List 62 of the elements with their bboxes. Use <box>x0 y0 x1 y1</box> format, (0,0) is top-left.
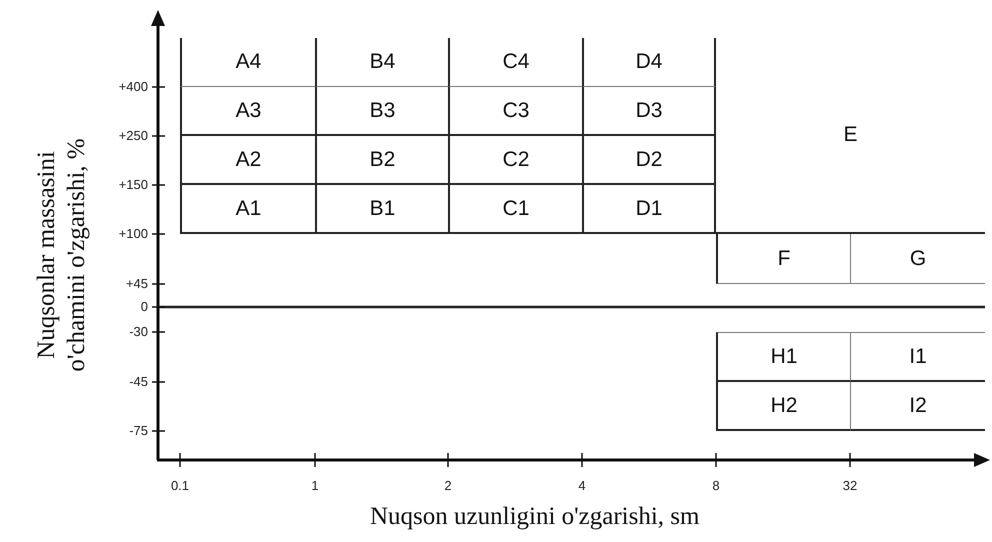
zone-cell <box>448 185 582 234</box>
tick-label: 1 <box>310 478 320 493</box>
zone-label: H1 <box>770 344 798 368</box>
zone-label: C3 <box>502 98 530 122</box>
zone-cell <box>716 234 850 284</box>
zone-label: A1 <box>236 196 262 220</box>
zone-cell <box>850 234 985 284</box>
zone-cell <box>315 87 448 136</box>
zone-label: D4 <box>636 50 662 74</box>
zone-label: B4 <box>370 50 396 74</box>
zone-cell <box>850 382 985 431</box>
zone-cell <box>180 38 315 87</box>
zone-label: G <box>910 246 926 270</box>
zone-label: D3 <box>636 98 662 122</box>
tick-label: +250 <box>118 128 148 143</box>
zone-cell <box>448 87 582 136</box>
zone-label: D2 <box>636 148 662 172</box>
axis-title: Nuqson uzunligini o'zgarishi, sm <box>370 503 700 531</box>
tick-label: +150 <box>118 177 148 192</box>
zone-cell <box>315 38 448 87</box>
zone-cell <box>582 185 716 234</box>
zone-label: D1 <box>636 196 662 220</box>
tick-label: 32 <box>842 478 858 493</box>
zone-cell <box>582 136 716 185</box>
zone-label: A2 <box>236 148 262 172</box>
zone-label: E <box>843 123 858 147</box>
zone-cell <box>582 87 716 136</box>
zone-cell <box>180 185 315 234</box>
tick-label: 4 <box>577 478 587 493</box>
zone-cell <box>716 332 850 382</box>
zone-cell <box>716 382 850 431</box>
zone-cell <box>582 38 716 87</box>
zone-label: B3 <box>370 98 396 122</box>
tick-label: +45 <box>126 276 148 291</box>
zone-label: C2 <box>502 148 530 172</box>
zone-label: H2 <box>770 394 798 418</box>
zone-label: C1 <box>502 196 530 220</box>
zone-cell <box>448 38 582 87</box>
tick-label: 0.1 <box>170 478 190 493</box>
tick-label: 0 <box>140 299 148 314</box>
zone-cell <box>448 136 582 185</box>
tick-label: -45 <box>129 374 148 389</box>
zone-cell <box>180 87 315 136</box>
zone-label: A4 <box>236 50 262 74</box>
tick-label: 2 <box>443 478 453 493</box>
tick-label: 8 <box>711 478 721 493</box>
tick-label: +400 <box>118 79 148 94</box>
zone-cell <box>315 136 448 185</box>
tick-label: -30 <box>129 324 148 339</box>
zone-label: C4 <box>502 50 530 74</box>
zone-label: I1 <box>909 344 927 368</box>
zone-label: I2 <box>909 394 927 418</box>
axis-title: Nuqsonlar massasini o'chamini o'zgarishi, % <box>32 137 91 374</box>
zone-cell <box>180 136 315 185</box>
zone-label: F <box>778 246 790 270</box>
zone-cell <box>315 185 448 234</box>
zone-label: A3 <box>236 98 262 122</box>
zone-cell <box>850 332 985 382</box>
zone-label: B1 <box>370 196 396 220</box>
zone-label: B2 <box>370 148 396 172</box>
tick-label: +100 <box>118 226 148 241</box>
tick-label: -75 <box>129 423 148 438</box>
